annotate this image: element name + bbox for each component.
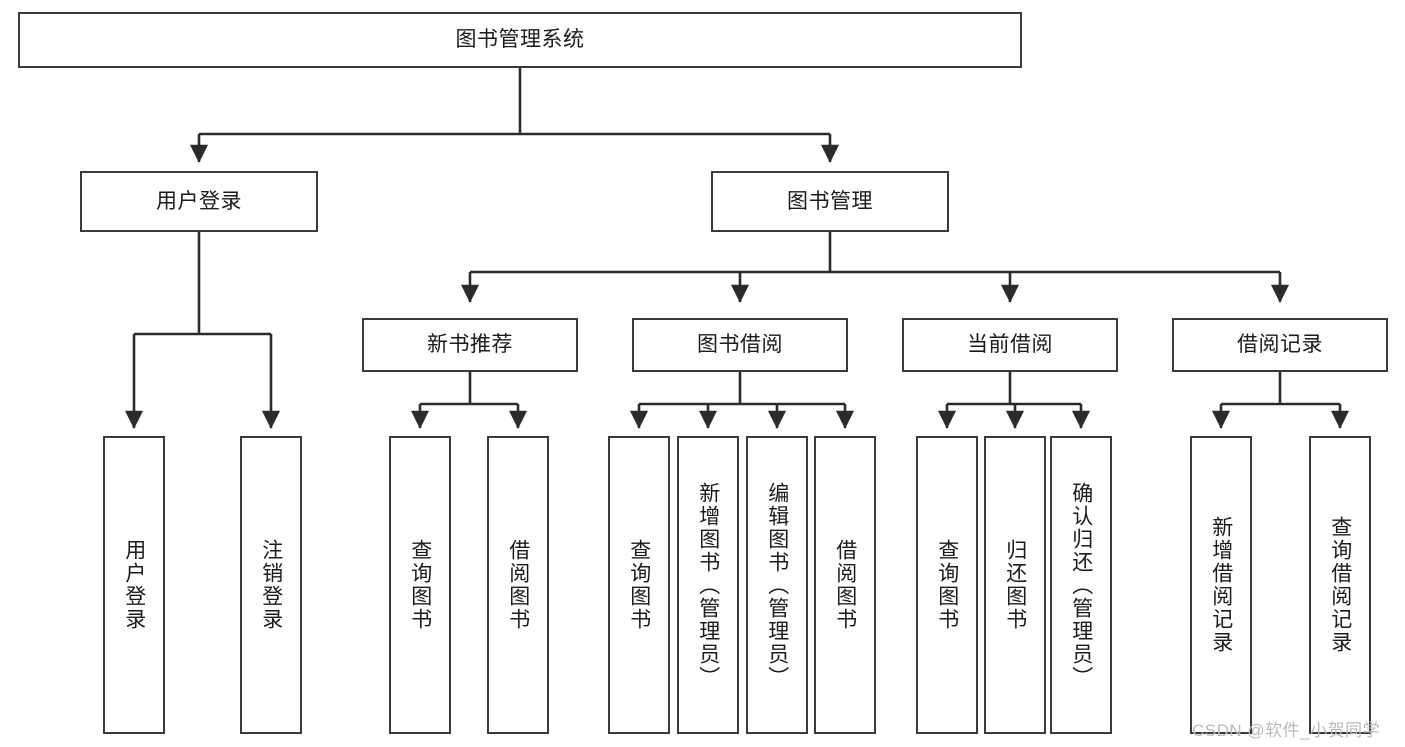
- leaf-label: 归还图书: [1003, 539, 1027, 631]
- leaf-current-borrow-query[interactable]: 查询图书: [916, 436, 978, 734]
- leaf-new-book-borrow[interactable]: 借阅图书: [487, 436, 549, 734]
- node-current-borrow-label: 当前借阅: [967, 333, 1053, 357]
- node-new-book-recommend-label: 新书推荐: [427, 333, 513, 357]
- leaf-new-book-query[interactable]: 查询图书: [389, 436, 451, 734]
- leaf-current-borrow-return[interactable]: 归还图书: [984, 436, 1046, 734]
- node-user-login[interactable]: 用户登录: [80, 171, 318, 232]
- leaf-current-borrow-confirm[interactable]: 确认归还（管理员）: [1050, 436, 1112, 734]
- leaf-label: 注销登录: [259, 539, 283, 631]
- leaf-label: 借阅图书: [833, 539, 857, 631]
- leaf-book-borrow-add[interactable]: 新增图书（管理员）: [677, 436, 739, 734]
- node-borrow-record[interactable]: 借阅记录: [1172, 318, 1388, 372]
- csdn-watermark: CSDN @软件_小贺同学: [1192, 721, 1381, 740]
- node-borrow-record-label: 借阅记录: [1237, 333, 1323, 357]
- leaf-book-borrow-query[interactable]: 查询图书: [608, 436, 670, 734]
- leaf-label: 新增图书（管理员）: [696, 481, 720, 689]
- node-root-label: 图书管理系统: [455, 28, 585, 52]
- leaf-book-borrow-borrow[interactable]: 借阅图书: [814, 436, 876, 734]
- node-new-book-recommend[interactable]: 新书推荐: [362, 318, 578, 372]
- leaf-user-login-login[interactable]: 用户登录: [103, 436, 165, 734]
- leaf-label: 确认归还（管理员）: [1069, 481, 1093, 689]
- leaf-label: 查询图书: [408, 539, 432, 631]
- leaf-label: 编辑图书（管理员）: [765, 481, 789, 689]
- node-current-borrow[interactable]: 当前借阅: [902, 318, 1118, 372]
- node-root[interactable]: 图书管理系统: [18, 12, 1022, 68]
- leaf-borrow-record-query[interactable]: 查询借阅记录: [1309, 436, 1371, 734]
- leaf-user-login-logout[interactable]: 注销登录: [240, 436, 302, 734]
- leaf-label: 借阅图书: [506, 539, 530, 631]
- node-book-borrow[interactable]: 图书借阅: [632, 318, 848, 372]
- leaf-book-borrow-edit[interactable]: 编辑图书（管理员）: [746, 436, 808, 734]
- node-book-borrow-label: 图书借阅: [697, 333, 783, 357]
- leaf-borrow-record-add[interactable]: 新增借阅记录: [1190, 436, 1252, 734]
- leaf-label: 查询借阅记录: [1328, 516, 1352, 654]
- node-book-manage[interactable]: 图书管理: [711, 171, 949, 232]
- leaf-label: 查询图书: [935, 539, 959, 631]
- leaf-label: 查询图书: [627, 539, 651, 631]
- leaf-label: 用户登录: [122, 539, 146, 631]
- leaf-label: 新增借阅记录: [1209, 516, 1233, 654]
- node-user-login-label: 用户登录: [156, 189, 242, 213]
- node-book-manage-label: 图书管理: [787, 189, 873, 213]
